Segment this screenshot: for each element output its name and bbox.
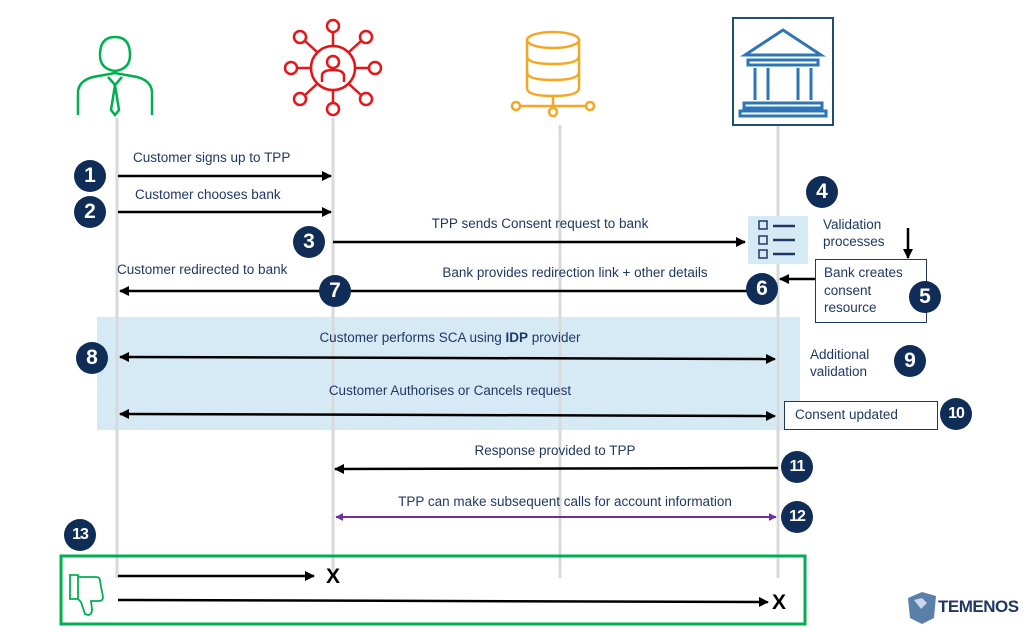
label-8-post: provider [528, 330, 581, 345]
arrow-11 [334, 463, 779, 474]
label-2: Customer chooses bank [135, 187, 281, 202]
bank-icon [732, 17, 834, 126]
person-icon [76, 35, 154, 118]
label-5-line2: consent [824, 282, 872, 298]
label-11: Response provided to TPP [474, 443, 636, 458]
step-1-badge: 1 [74, 160, 106, 192]
label-5-line3: resource [824, 300, 877, 315]
label-8-pre: Customer performs SCA using [319, 330, 506, 345]
arrow-13b [117, 596, 769, 607]
label-5-line1: Bank creates [824, 265, 903, 280]
label-4-line2: processes [823, 234, 885, 249]
label-8-bold: IDP [505, 330, 529, 345]
label-4-line1: Validation [823, 217, 882, 232]
arrow-8 [119, 352, 776, 364]
checklist-icon [748, 216, 808, 264]
step-9-badge: 9 [894, 345, 926, 377]
step-7-badge: 7 [319, 275, 351, 307]
consent-updated-box: Consent updated [784, 401, 938, 430]
hub-icon [283, 18, 383, 117]
step-4-badge: 4 [806, 176, 838, 208]
label-9: Additional validation [810, 346, 869, 380]
database-icon [510, 30, 596, 118]
step-10-badge: 10 [940, 398, 972, 430]
label-5: Bank creates consent resource [824, 264, 903, 317]
label-auth: Customer Authorises or Cancels request [328, 383, 572, 398]
label-6: Bank provides redirection link + other d… [442, 265, 708, 280]
label-1: Customer signs up to TPP [133, 150, 291, 165]
label-12: TPP can make subsequent calls for accoun… [398, 494, 732, 509]
temenos-logo-icon [908, 592, 936, 624]
step-12-badge: 12 [781, 501, 813, 533]
x-mark-bank: X [772, 591, 787, 614]
step-6-badge: 6 [746, 273, 778, 305]
thumbs-down-icon [69, 574, 104, 616]
temenos-logo: TEMENOS [938, 597, 1019, 616]
label-8: Customer performs SCA using IDP provider [319, 330, 580, 345]
label-10: Consent updated [795, 407, 898, 422]
label-9-line2: validation [810, 364, 868, 379]
label-3: TPP sends Consent request to bank [431, 216, 649, 231]
step-13-badge: 13 [64, 519, 96, 551]
step-3-badge: 3 [293, 226, 325, 258]
x-mark-tpp: X [326, 565, 341, 588]
label-9-line1: Additional [810, 347, 870, 362]
step-8-badge: 8 [76, 342, 108, 374]
label-7: Customer redirected to bank [117, 262, 288, 277]
step-2-badge: 2 [74, 196, 106, 228]
step-11-badge: 11 [781, 451, 813, 483]
consent-resource-box: Bank creates consent resource [815, 259, 927, 323]
label-4: Validation processes [823, 216, 885, 250]
failure-box [59, 554, 807, 626]
step-5-badge: 5 [909, 281, 941, 313]
arrow-auth [119, 409, 776, 421]
